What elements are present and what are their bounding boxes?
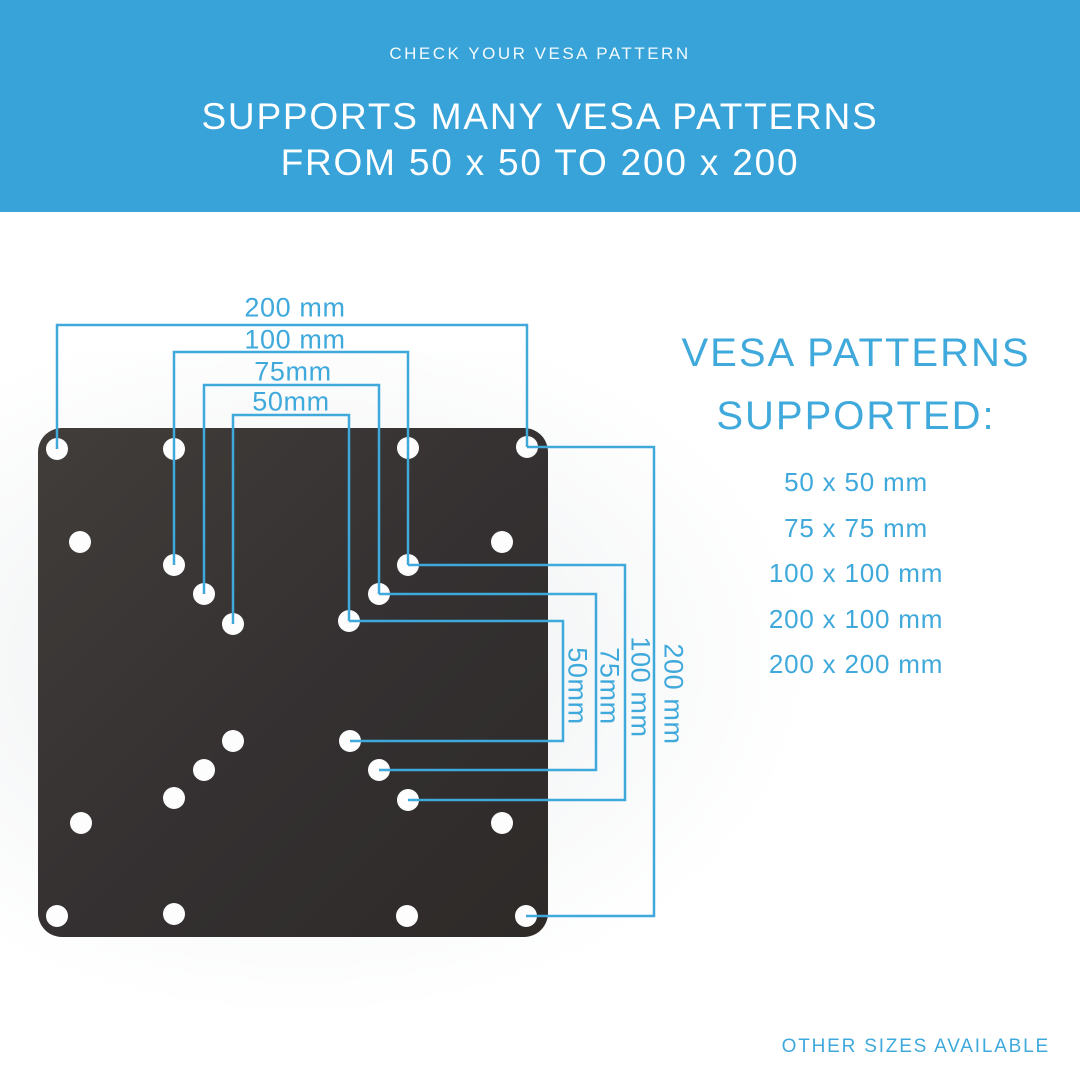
plate-hole bbox=[70, 812, 92, 834]
dimension-bracket-top bbox=[231, 413, 351, 624]
dimension-bracket-right bbox=[408, 563, 627, 802]
vesa-pattern-item: 100 x 100 mm bbox=[768, 558, 944, 588]
vesa-pattern-item: 75 x 75 mm bbox=[784, 512, 928, 543]
dim-label-top-100mm: 100 mm bbox=[244, 324, 346, 355]
dim-label-top-200mm: 200 mm bbox=[244, 292, 346, 323]
other-sizes-note: OTHER SIZES AVAILABLE bbox=[781, 1036, 1050, 1057]
supported-patterns-title-line2: SUPPORTED: bbox=[716, 394, 996, 438]
vesa-pattern-item: 200 x 200 mm bbox=[768, 649, 944, 679]
plate-hole bbox=[491, 531, 513, 553]
banner-title-line1: SUPPORTS MANY VESA PATTERNS bbox=[201, 96, 879, 137]
dim-label-top-50mm: 50mm bbox=[252, 386, 330, 417]
plate-hole bbox=[193, 759, 215, 781]
plate-hole bbox=[69, 531, 91, 553]
supported-patterns-list: 50 x 50 mm 75 x 75 mm 100 x 100 mm 200 x… bbox=[640, 460, 1072, 688]
dimension-bracket-top bbox=[172, 350, 410, 565]
dimension-bracket-right bbox=[349, 619, 565, 743]
dimension-bracket-top bbox=[202, 383, 381, 594]
dimension-brackets-group bbox=[55, 323, 656, 918]
dimension-bracket-right bbox=[379, 592, 598, 772]
adapter-plate bbox=[38, 428, 548, 937]
dim-label-right-50mm: 50mm bbox=[562, 647, 593, 725]
dimension-bracket-top bbox=[55, 323, 529, 449]
plate-hole bbox=[46, 905, 68, 927]
vesa-pattern-item: 200 x 100 mm bbox=[768, 603, 944, 634]
banner: CHECK YOUR VESA PATTERN SUPPORTS MANY VE… bbox=[0, 0, 1080, 212]
plate-hole bbox=[163, 903, 185, 925]
plate-hole bbox=[491, 812, 513, 834]
dim-label-right-75mm: 75mm bbox=[594, 647, 625, 725]
banner-kicker: CHECK YOUR VESA PATTERN bbox=[389, 44, 691, 63]
dimension-bracket-right bbox=[526, 445, 656, 918]
banner-title-line2: FROM 50 x 50 TO 200 x 200 bbox=[280, 142, 800, 183]
vesa-pattern-item: 50 x 50 mm bbox=[784, 467, 928, 497]
banner-title: SUPPORTS MANY VESA PATTERNS FROM 50 x 50… bbox=[0, 94, 1080, 186]
supported-patterns-title-line1: VESA PATTERNS bbox=[681, 331, 1031, 375]
supported-patterns-title: VESA PATTERNS SUPPORTED: bbox=[640, 322, 1072, 448]
plate-hole bbox=[222, 730, 244, 752]
plate-hole bbox=[163, 787, 185, 809]
dim-label-top-75mm: 75mm bbox=[254, 356, 332, 387]
adapter-plate-group bbox=[38, 428, 548, 937]
plate-hole bbox=[396, 905, 418, 927]
